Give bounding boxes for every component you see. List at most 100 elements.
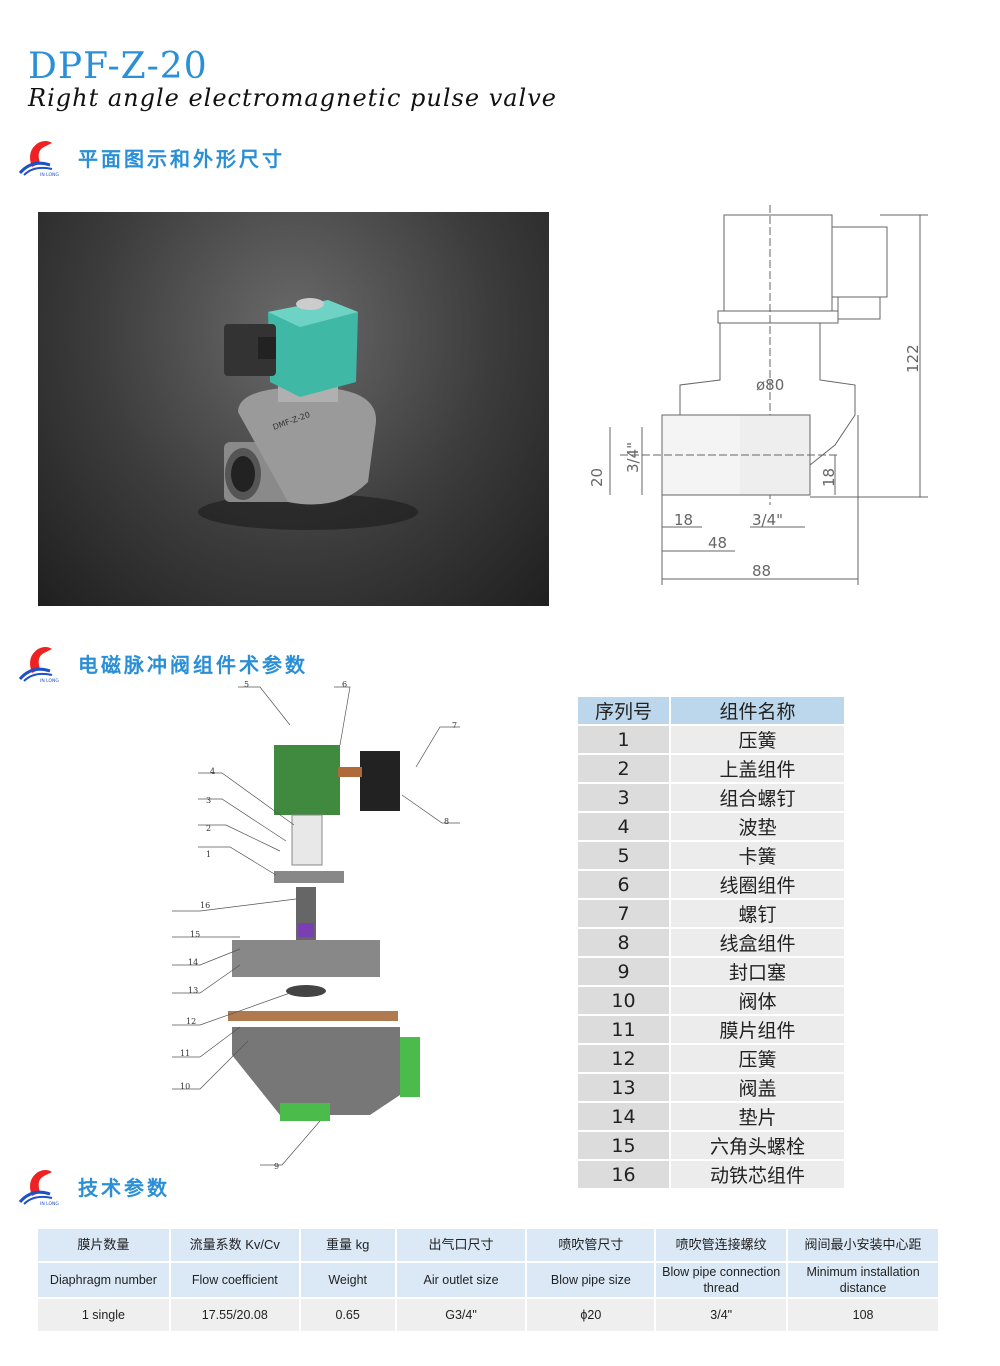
- svg-text:IN LONG: IN LONG: [40, 172, 59, 177]
- spec-value: 108: [787, 1298, 940, 1333]
- part-name: 膜片组件: [670, 1015, 844, 1045]
- part-name: 上盖组件: [670, 754, 844, 784]
- part-index: 11: [578, 1015, 671, 1045]
- spec-header-cn: 流量系数 Kv/Cv: [169, 1229, 301, 1263]
- spec-header-cn: 出气口尺寸: [395, 1229, 528, 1263]
- header-name: 组件名称: [670, 697, 844, 726]
- part-callout-label: 15: [190, 930, 200, 939]
- part-name: 垫片: [670, 1102, 844, 1132]
- spec-value: 0.65: [299, 1298, 397, 1333]
- part-name: 封口塞: [670, 957, 844, 987]
- part-index: 6: [578, 870, 671, 900]
- section-drawing-header: IN LONG 平面图示和外形尺寸: [18, 137, 285, 177]
- spec-header-en: Blow pipe size: [526, 1262, 657, 1299]
- part-index: 1: [578, 725, 671, 755]
- spec-header-cn: 重量 kg: [299, 1229, 397, 1263]
- part-index: 7: [578, 899, 671, 929]
- spec-header-en: Blow pipe connection thread: [655, 1262, 789, 1299]
- part-callout-label: 16: [200, 901, 210, 910]
- part-callout-label: 8: [444, 817, 449, 826]
- in-long-logo-icon: IN LONG: [18, 1170, 59, 1206]
- part-index: 12: [578, 1044, 671, 1074]
- part-name: 卡簧: [670, 841, 844, 871]
- model-title: DPF-Z-20: [28, 46, 208, 87]
- spec-value: 1 single: [38, 1298, 171, 1333]
- part-index: 15: [578, 1131, 671, 1161]
- dim-d80: ø80: [756, 376, 784, 394]
- dim-48: 48: [708, 534, 727, 552]
- spec-header-en: Minimum installation distance: [787, 1262, 940, 1299]
- part-callout-label: 13: [188, 986, 198, 995]
- part-callout-label: 11: [180, 1049, 190, 1058]
- part-name: 波垫: [670, 812, 844, 842]
- part-index: 10: [578, 986, 671, 1016]
- dim-18v: 18: [820, 468, 838, 487]
- svg-text:IN LONG: IN LONG: [40, 1201, 59, 1206]
- part-name: 压簧: [670, 725, 844, 755]
- section-title: 电磁脉冲阀组件术参数: [78, 652, 308, 677]
- section-title: 技术参数: [78, 1175, 170, 1200]
- part-name: 压簧: [670, 1044, 844, 1074]
- spec-value: ϕ20: [526, 1298, 657, 1333]
- in-long-logo-icon: IN LONG: [18, 647, 59, 683]
- part-index: 4: [578, 812, 671, 842]
- spec-header-cn: 阀间最小安装中心距: [787, 1229, 940, 1263]
- subtitle: Right angle electromagnetic pulse valve: [28, 84, 557, 112]
- part-index: 16: [578, 1160, 671, 1190]
- spec-header-cn: 喷吹管连接螺纹: [655, 1229, 789, 1263]
- spec-value: 3/4": [655, 1298, 789, 1333]
- part-callout-label: 1: [206, 850, 211, 859]
- dim-34v: 3/4": [624, 442, 642, 473]
- dimension-drawing: ø80 122 20 3/4" 18 18 3/4" 48 88: [588, 205, 928, 585]
- part-name: 线盒组件: [670, 928, 844, 958]
- section-tech-header: IN LONG 技术参数: [18, 1166, 170, 1206]
- section-title: 平面图示和外形尺寸: [78, 146, 285, 171]
- dim-34: 3/4": [752, 511, 783, 529]
- part-callout-label: 9: [274, 1162, 279, 1171]
- part-index: 5: [578, 841, 671, 871]
- part-callout-label: 14: [188, 958, 198, 967]
- part-name: 螺钉: [670, 899, 844, 929]
- header-index: 序列号: [578, 697, 671, 726]
- part-callout-label: 6: [342, 680, 347, 689]
- part-index: 8: [578, 928, 671, 958]
- part-name: 六角头螺栓: [670, 1131, 844, 1161]
- part-name: 组合螺钉: [670, 783, 844, 813]
- part-callout-label: 7: [452, 721, 457, 730]
- part-index: 14: [578, 1102, 671, 1132]
- in-long-logo-icon: IN LONG: [18, 141, 59, 177]
- spec-header-cn: 喷吹管尺寸: [526, 1229, 657, 1263]
- spec-header-en: Weight: [299, 1262, 397, 1299]
- part-callout-label: 10: [180, 1082, 190, 1091]
- spec-header-en: Diaphragm number: [38, 1262, 171, 1299]
- part-callout-label: 2: [206, 824, 211, 833]
- svg-text:IN LONG: IN LONG: [40, 678, 59, 683]
- section-components-header: IN LONG 电磁脉冲阀组件术参数: [18, 643, 308, 683]
- spec-value: 17.55/20.08: [169, 1298, 301, 1333]
- part-index: 3: [578, 783, 671, 813]
- part-index: 2: [578, 754, 671, 784]
- product-photo: DMF-Z-20: [38, 212, 549, 606]
- spec-header-cn: 膜片数量: [38, 1229, 171, 1263]
- part-callout-label: 5: [244, 680, 249, 689]
- dim-122: 122: [904, 344, 922, 373]
- part-name: 阀盖: [670, 1073, 844, 1103]
- dim-88: 88: [752, 562, 771, 580]
